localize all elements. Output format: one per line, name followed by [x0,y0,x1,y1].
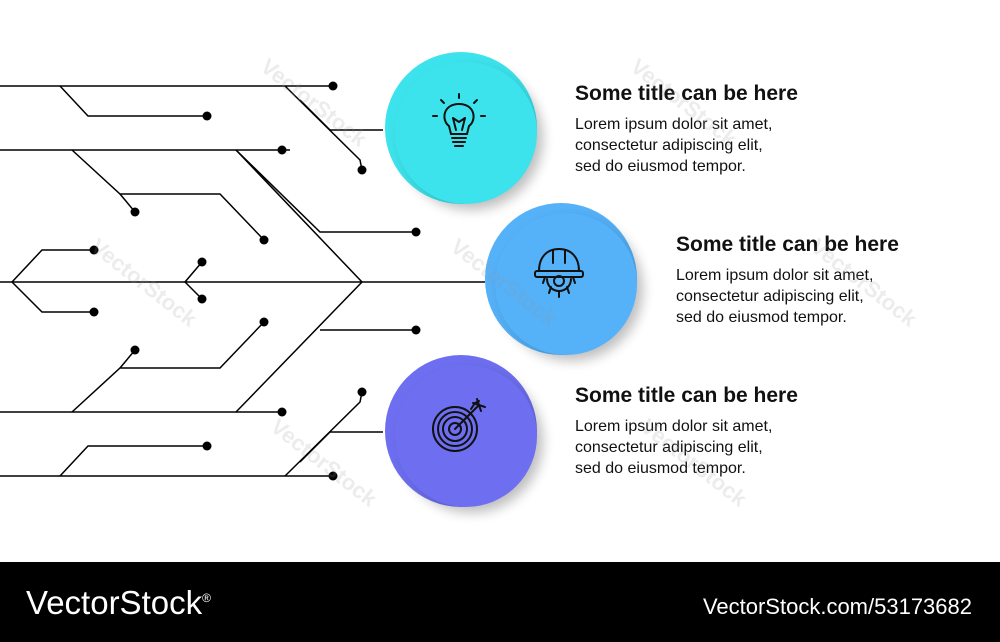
item-description: Lorem ipsum dolor sit amet, consectetur … [676,265,873,328]
description-line: Lorem ipsum dolor sit amet, [676,267,874,284]
registered-mark: ® [202,591,211,605]
hard-hat-gear-icon [534,248,584,298]
brand-name: VectorStock [26,584,203,621]
target-arrow-icon [432,398,486,452]
description-line: consectetur adipiscing elit, [676,288,864,305]
description-line: consectetur adipiscing elit, [575,439,763,456]
circle-badge-3 [385,355,555,525]
description-line: sed do eiusmod tempor. [676,309,847,326]
item-description: Lorem ipsum dolor sit amet, consectetur … [575,416,772,479]
description-line: consectetur adipiscing elit, [575,137,763,154]
description-line: Lorem ipsum dolor sit amet, [575,116,773,133]
description-line: Lorem ipsum dolor sit amet, [575,418,773,435]
item-title: Some title can be here [575,82,798,105]
circuit-lines-graphic [0,81,485,481]
lightbulb-icon [432,93,486,147]
item-title: Some title can be here [575,384,798,407]
item-description: Lorem ipsum dolor sit amet, consectetur … [575,114,772,177]
infographic-canvas: Some title can be here Lorem ipsum dolor… [0,52,922,525]
image-reference: VectorStock.com/53173682 [702,594,972,619]
brand-logo: VectorStock® [26,584,211,622]
circle-badge-1 [385,52,555,222]
item-title: Some title can be here [676,233,899,256]
circle-badge-2 [485,203,655,373]
footer-bar: VectorStock® VectorStock.com/53173682 [0,562,1000,642]
description-line: sed do eiusmod tempor. [575,158,746,175]
description-line: sed do eiusmod tempor. [575,460,746,477]
